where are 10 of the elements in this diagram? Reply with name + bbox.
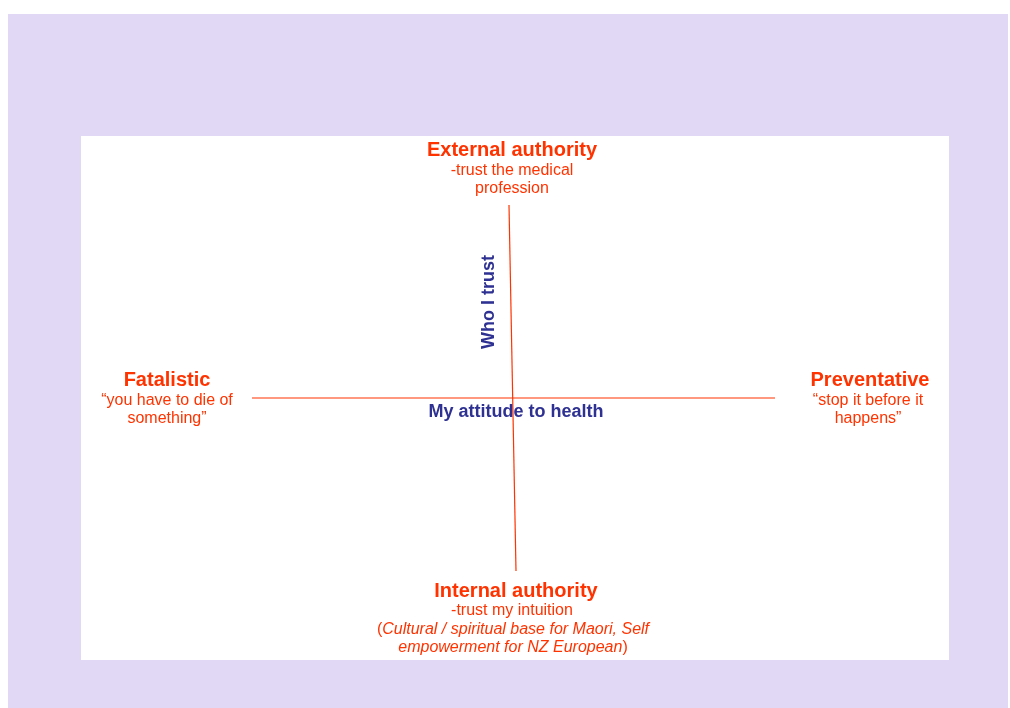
axis-end-description: “you have to die of something” <box>100 391 234 427</box>
axis-end-heading: Preventative <box>809 367 931 391</box>
axis-end-heading: External authority <box>425 137 598 161</box>
axis-end-description: “stop it before it happens” <box>811 391 925 427</box>
axis-end-heading: Fatalistic <box>122 367 212 391</box>
axis-end-note: (Cultural / spiritual base for Maori, Self empowerment for NZ European) <box>375 620 652 656</box>
axis-end-heading: Internal authority <box>433 578 599 602</box>
axis-end-description: -trust the medical profession <box>449 161 575 197</box>
axis-end-description: -trust my intuition <box>450 601 574 619</box>
axis-title: Who I trust <box>479 255 497 349</box>
